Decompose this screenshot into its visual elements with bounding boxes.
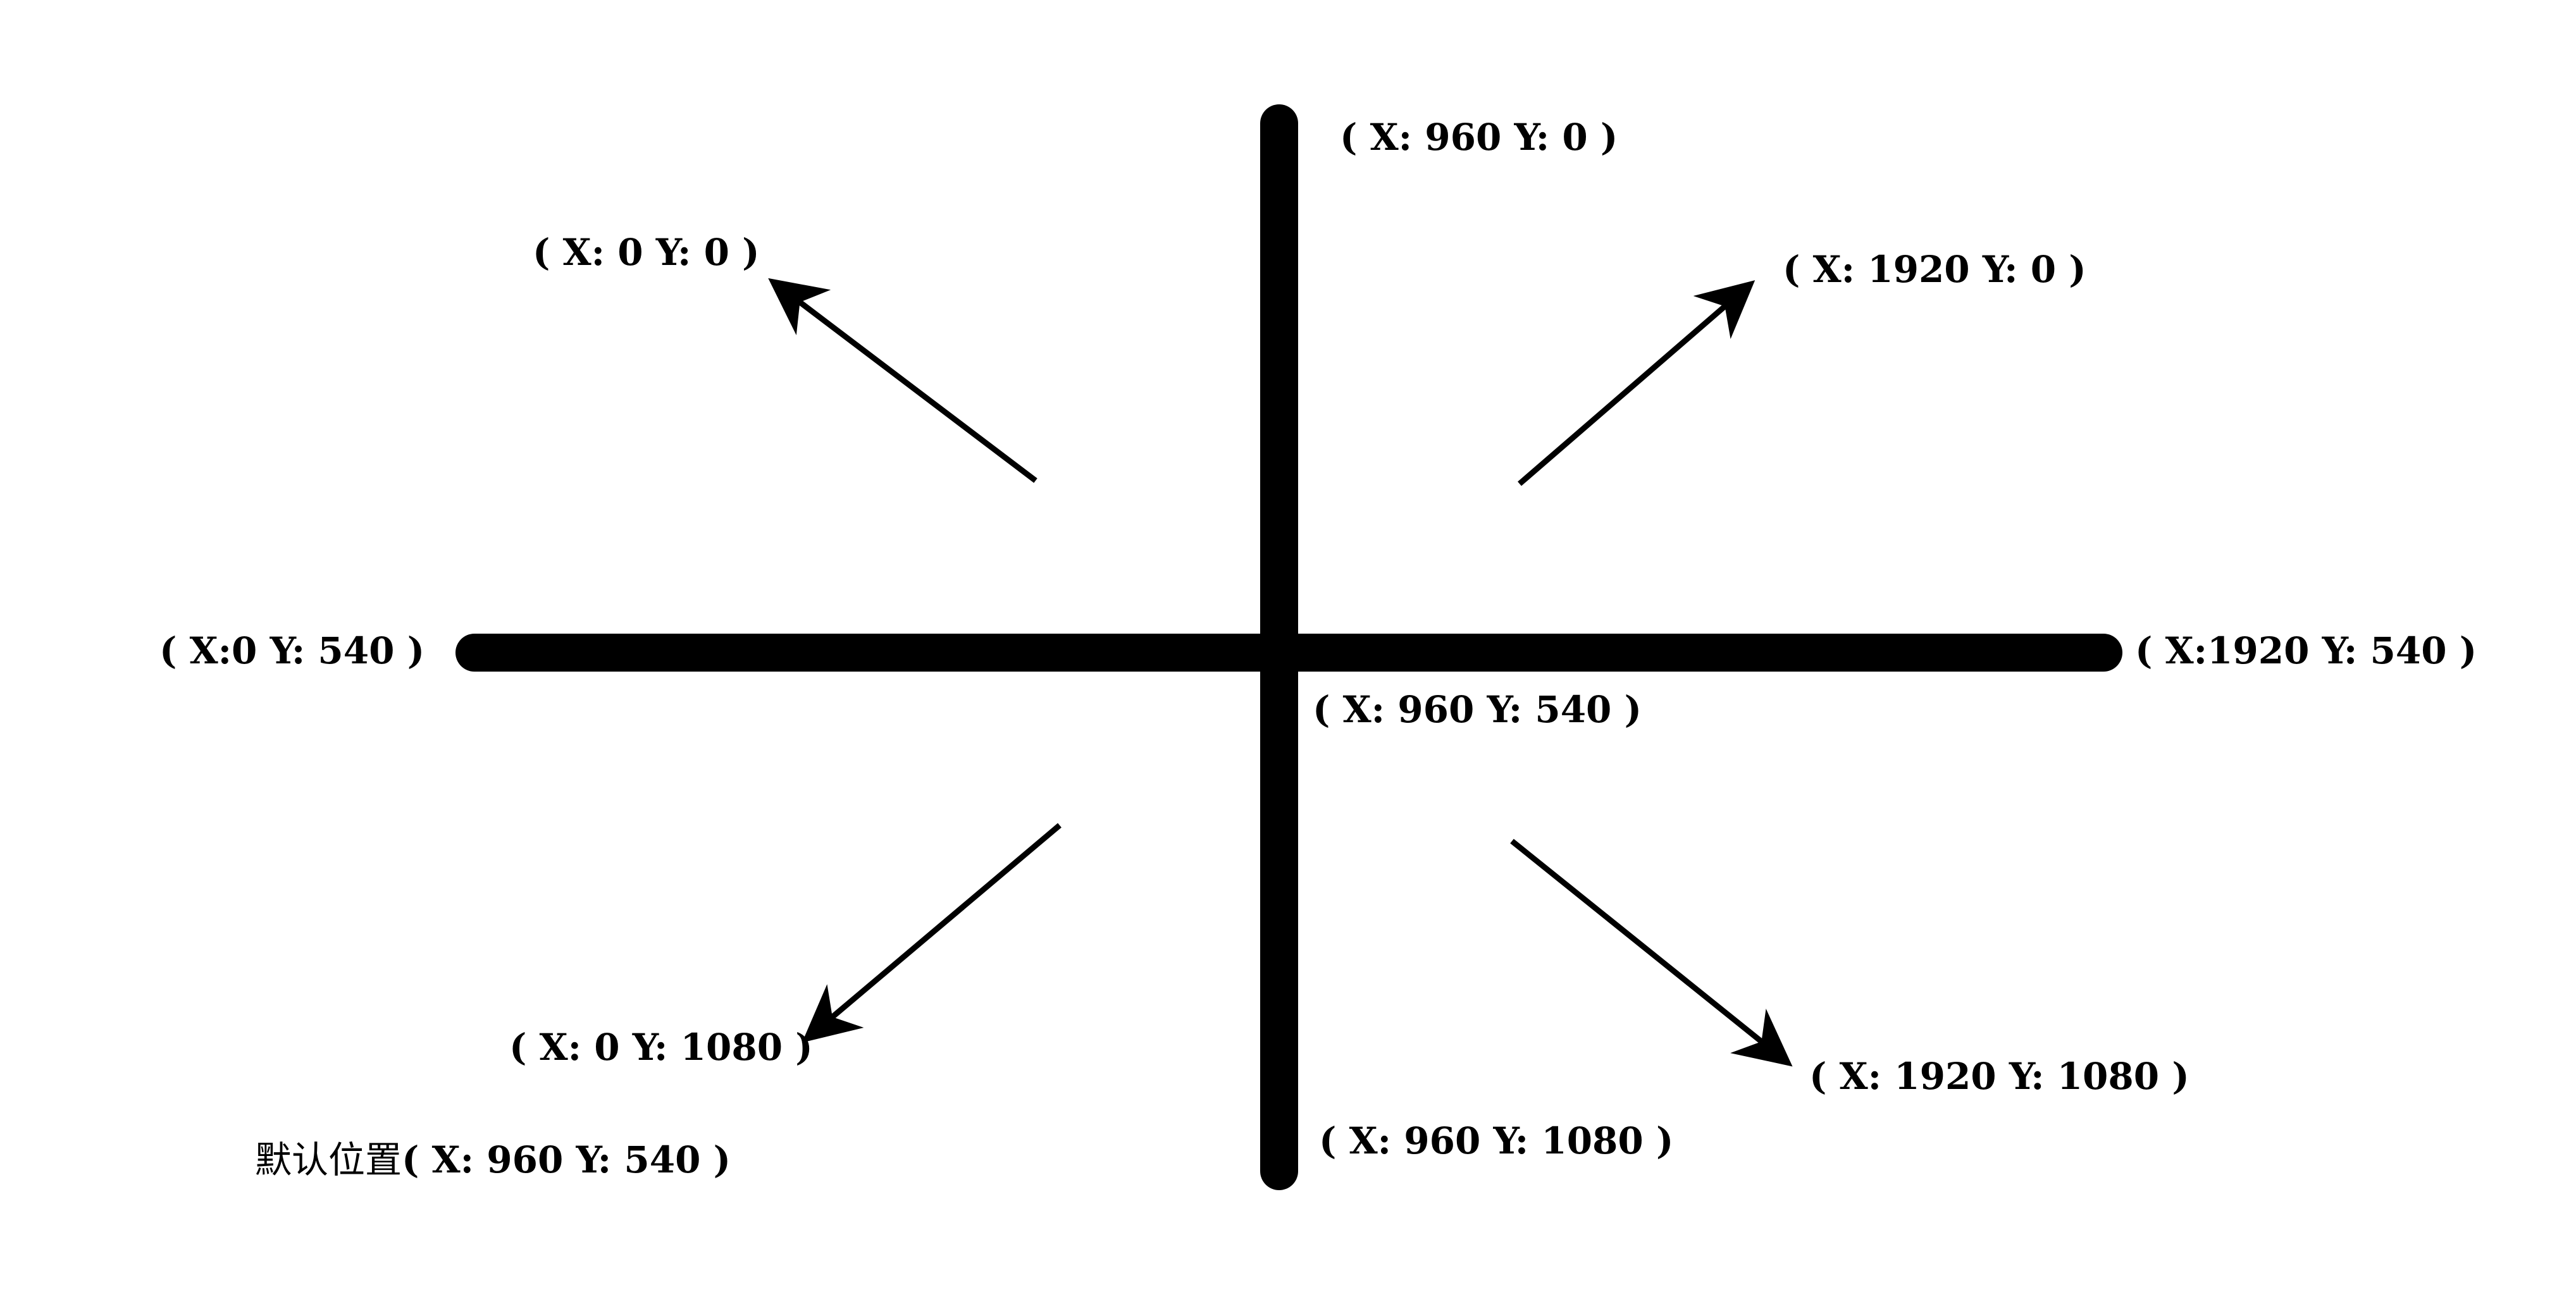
arrow-bottom-right <box>1510 839 1793 1067</box>
default-position-text: 默认位置 <box>255 1138 402 1181</box>
arrow-bottom-left <box>802 823 1062 1043</box>
label-middle-right: ( X:1920 Y: 540 ) <box>2135 629 2477 672</box>
default-position-note: 默认位置( X: 960 Y: 540 ) <box>255 1141 731 1178</box>
label-bottom-left: ( X: 0 Y: 1080 ) <box>509 1026 813 1069</box>
label-middle-left: ( X:0 Y: 540 ) <box>159 629 425 672</box>
label-bottom-right: ( X: 1920 Y: 1080 ) <box>1809 1055 2189 1098</box>
default-position-value: ( X: 960 Y: 540 ) <box>402 1138 731 1181</box>
arrow-top-left <box>768 278 1037 483</box>
label-bottom-center: ( X: 960 Y: 1080 ) <box>1319 1119 1674 1162</box>
arrow-top-right <box>1518 280 1756 486</box>
label-top-center: ( X: 960 Y: 0 ) <box>1340 116 1618 159</box>
label-top-left: ( X: 0 Y: 0 ) <box>533 231 760 274</box>
label-top-right: ( X: 1920 Y: 0 ) <box>1783 248 2086 291</box>
label-center: ( X: 960 Y: 540 ) <box>1313 688 1642 731</box>
